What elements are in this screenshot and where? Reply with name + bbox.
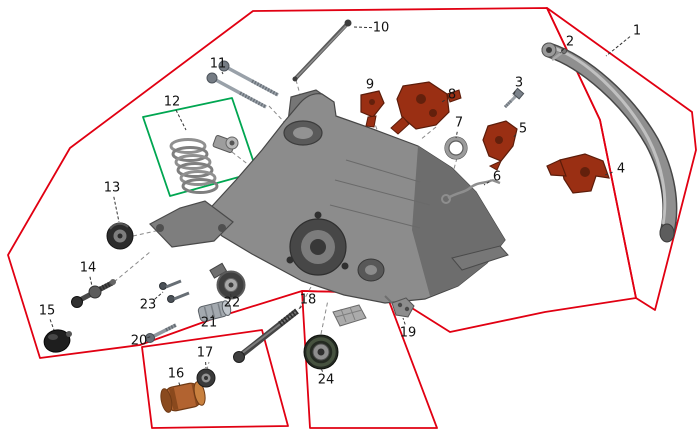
region-outline-bottom-left (141, 329, 289, 429)
housing-rear-shaded (412, 146, 505, 296)
part-16-rubber-buffer (160, 381, 206, 413)
leader-line-6 (483, 181, 490, 186)
part-number-10: 10 (373, 21, 390, 36)
part-13-annular-buffer (106, 222, 134, 250)
part-number-23: 23 (140, 298, 157, 313)
leader-line-12 (175, 109, 187, 131)
part-number-13: 13 (104, 181, 121, 196)
leader-line-13 (113, 196, 120, 223)
part-number-9: 9 (366, 78, 374, 93)
part-4-lever (546, 153, 610, 194)
part-18-long-bolt (233, 308, 299, 363)
region-outline-right (546, 7, 697, 311)
leader-line-1 (605, 36, 631, 57)
part-number-21: 21 (201, 316, 218, 331)
part-number-1: 1 (633, 24, 641, 39)
part-17-washer (196, 368, 216, 388)
leader-line-10 (353, 26, 373, 29)
leader-line-8 (441, 99, 445, 103)
part-14-shoulder-bolt (71, 279, 116, 308)
leader-line-4 (604, 171, 613, 176)
part-7-ring (444, 136, 468, 160)
leader-line-19 (402, 317, 406, 325)
part-6-wire-link (441, 178, 501, 204)
leader-line-5 (511, 134, 517, 139)
part-number-5: 5 (519, 122, 527, 137)
leader-line-3 (512, 90, 516, 97)
leader-line-23 (154, 291, 164, 300)
leader-line-20 (147, 335, 153, 339)
part-12-spring (169, 135, 239, 194)
leader-line-15 (49, 319, 55, 331)
leader-line-14 (89, 276, 93, 287)
part-number-20: 20 (131, 334, 148, 349)
part-1-handle-tube (541, 42, 678, 243)
part-number-8: 8 (448, 88, 456, 103)
leader-line-7 (455, 131, 458, 139)
part-number-6: 6 (493, 170, 501, 185)
part-8-bracket (390, 81, 462, 135)
part-5-trigger (482, 120, 518, 171)
part-number-24: 24 (318, 373, 335, 388)
part-number-3: 3 (515, 76, 523, 91)
leader-line-16 (178, 382, 181, 387)
part-24-buffer-mount (303, 304, 367, 370)
part-number-12: 12 (164, 95, 181, 110)
part-number-11: 11 (210, 57, 227, 72)
part-number-22: 22 (224, 296, 241, 311)
part-11-screws (206, 60, 279, 109)
leader-line-21 (211, 314, 214, 318)
part-number-15: 15 (39, 304, 56, 319)
part-23-screws (159, 279, 190, 303)
leader-line-18 (297, 306, 302, 311)
part-15-rubber-cap (43, 329, 72, 353)
main-housing (149, 89, 509, 304)
leader-line-11 (221, 71, 224, 75)
part-number-14: 14 (80, 261, 97, 276)
part-19-clamp (384, 295, 415, 318)
part-3-screw (503, 87, 525, 109)
front-handle-arm (149, 200, 234, 248)
part-number-2: 2 (566, 35, 574, 50)
part-number-16: 16 (168, 367, 185, 382)
leader-line-2 (559, 48, 565, 54)
part-22-vibration-mount (209, 262, 246, 300)
part-number-18: 18 (300, 293, 317, 308)
part-number-17: 17 (197, 346, 214, 361)
part-21-sleeve (197, 300, 232, 322)
part-number-19: 19 (400, 326, 417, 341)
part-10-rod (292, 19, 352, 82)
part-9-small-bracket (360, 90, 385, 128)
rear-lower-tab (451, 245, 509, 271)
part-20-screw (145, 323, 177, 343)
part-number-4: 4 (617, 162, 625, 177)
part-number-7: 7 (455, 116, 463, 131)
leader-line-24 (320, 367, 323, 372)
